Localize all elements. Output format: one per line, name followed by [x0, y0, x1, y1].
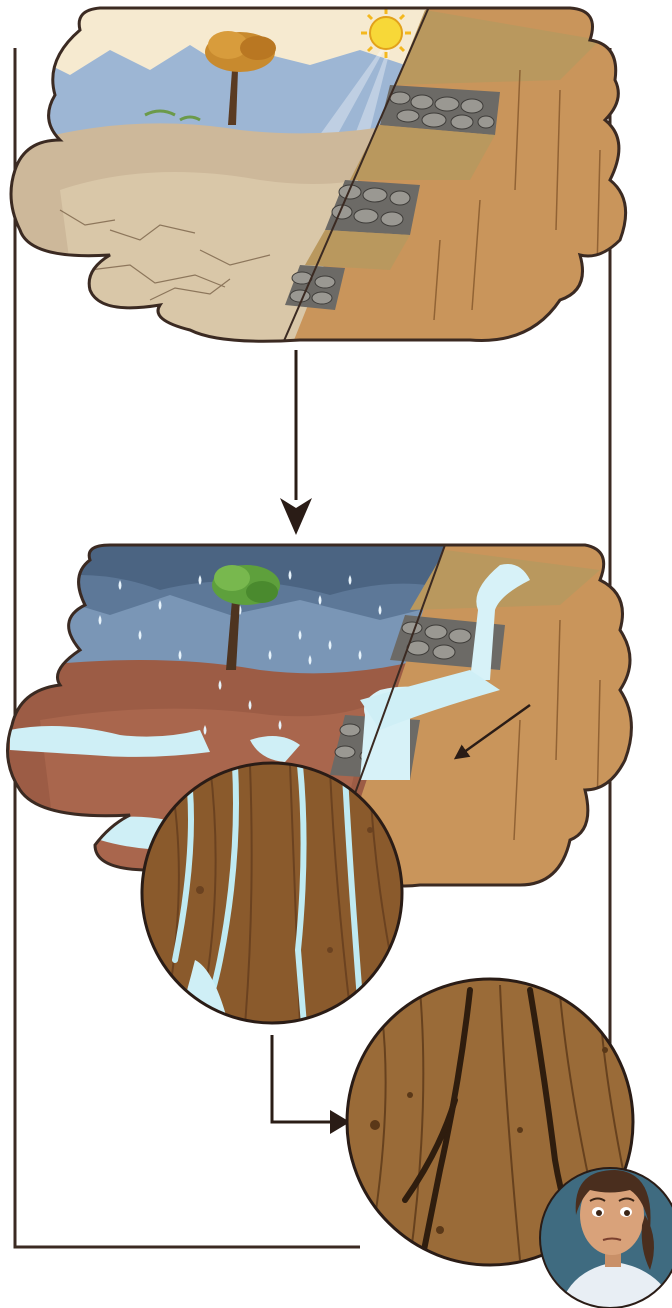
dry-season-panel — [0, 0, 672, 350]
connector-arrow — [272, 1035, 350, 1134]
down-arrow — [280, 350, 312, 535]
